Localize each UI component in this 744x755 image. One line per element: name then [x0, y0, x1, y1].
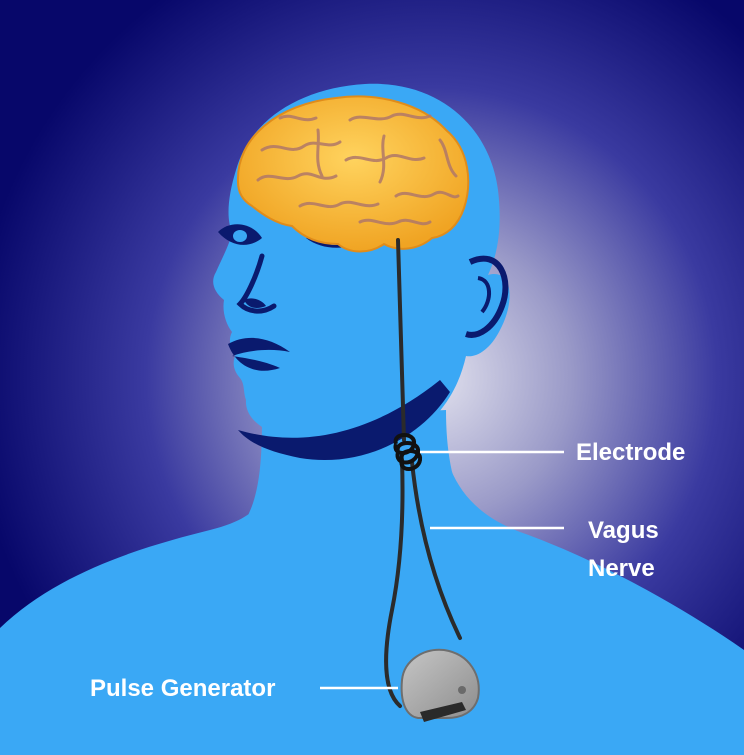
- pulse-generator-label: Pulse Generator: [90, 675, 275, 702]
- pulse-generator-icon: [402, 650, 479, 722]
- vagus-nerve-label-line2: Nerve: [588, 555, 655, 582]
- electrode-label: Electrode: [576, 439, 685, 466]
- vagus-nerve-label-line1: Vagus: [588, 517, 659, 544]
- eye-left-pupil: [233, 230, 247, 242]
